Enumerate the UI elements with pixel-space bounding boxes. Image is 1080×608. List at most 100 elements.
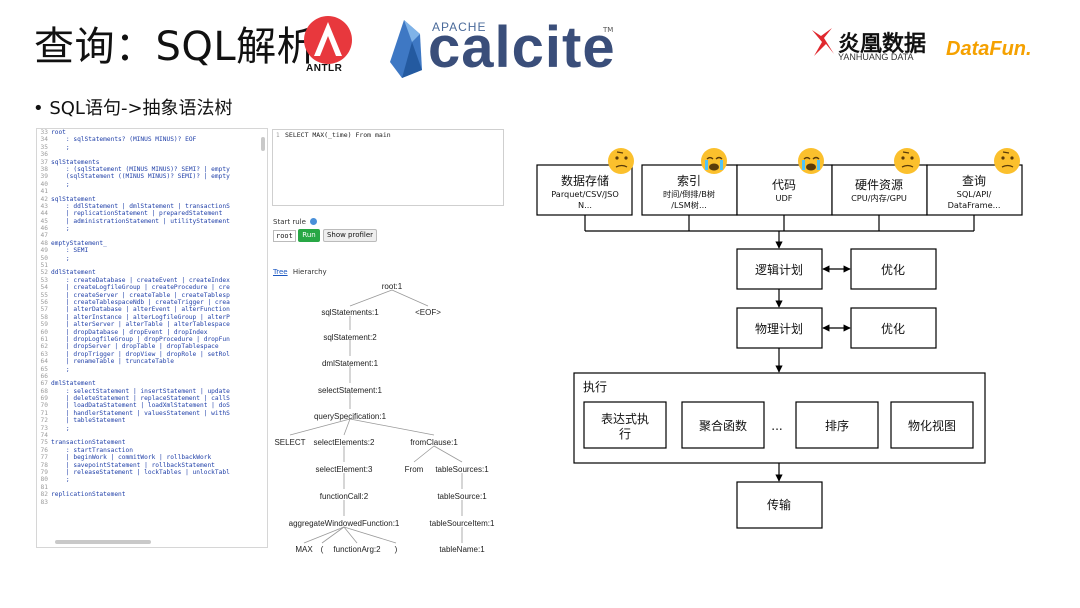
code-line-text: ; bbox=[51, 365, 70, 373]
optimize-box-1 bbox=[850, 248, 937, 290]
materialized-view-label: 物化视图 bbox=[908, 418, 956, 433]
code-line-number: 33 bbox=[40, 129, 48, 136]
hardware-box bbox=[831, 164, 928, 216]
tree-node-aggregatewindowedfunction: aggregateWindowedFunction:1 bbox=[289, 519, 400, 528]
expression-exec-box bbox=[583, 401, 667, 449]
code-line-number: 79 bbox=[40, 468, 48, 476]
materialized-view-box bbox=[890, 401, 974, 449]
code-line-text: ; bbox=[51, 143, 70, 151]
aggregate-label: 聚合函数 bbox=[699, 418, 747, 433]
code-line-number: 50 bbox=[40, 254, 48, 262]
code-line-text: : selectStatement | insertStatement | up… bbox=[51, 387, 230, 395]
code-line: 36 bbox=[37, 151, 267, 158]
code-line-text: | dropDatabase | dropEvent | dropIndex bbox=[51, 328, 208, 336]
parse-tree-edges bbox=[289, 289, 463, 544]
code-line-text: : sqlStatements? (MINUS MINUS)? EOF bbox=[51, 136, 197, 144]
tree-node-selectelement: selectElement:3 bbox=[316, 465, 373, 474]
code-line-text: : startTransaction bbox=[51, 446, 133, 454]
code-line-number: 34 bbox=[40, 136, 48, 144]
code-line-number: 48 bbox=[40, 239, 48, 247]
logical-plan-box bbox=[736, 248, 823, 290]
code-line: 76 : startTransaction bbox=[37, 447, 267, 454]
start-rule-label: Start rule bbox=[273, 218, 318, 226]
optimize-label-2: 优化 bbox=[881, 322, 905, 336]
tree-node-max: MAX bbox=[295, 545, 313, 554]
code-line-number: 65 bbox=[40, 365, 48, 373]
code-vertical-scrollbar[interactable] bbox=[261, 137, 265, 151]
tab-hierarchy[interactable]: Hierarchy bbox=[292, 268, 327, 276]
code-line-number: 54 bbox=[40, 284, 48, 292]
code-line: 68 : selectStatement | insertStatement |… bbox=[37, 388, 267, 395]
tree-node-eof: <EOF> bbox=[415, 308, 441, 317]
storage-title: 数据存储 bbox=[561, 173, 609, 188]
code-line-number: 72 bbox=[40, 417, 48, 425]
code-line-text: | replicationStatement | preparedStateme… bbox=[51, 210, 223, 218]
crying-face-icon bbox=[798, 148, 824, 174]
transfer-box bbox=[736, 481, 823, 529]
show-profiler-button[interactable]: Show profiler bbox=[323, 229, 377, 242]
code-line-number: 82 bbox=[40, 491, 48, 499]
storage-sub2: N... bbox=[578, 200, 592, 210]
tree-node-functioncall: functionCall:2 bbox=[320, 492, 369, 501]
code-line-number: 80 bbox=[40, 476, 48, 484]
physical-plan-box bbox=[736, 307, 823, 349]
code-line-text: | dropTrigger | dropView | dropRole | se… bbox=[51, 350, 230, 358]
code-line: 41 bbox=[37, 188, 267, 195]
yanhuang-name: 炎凰数据 bbox=[838, 32, 927, 57]
code-line: 78 | savepointStatement | rollbackStatem… bbox=[37, 462, 267, 469]
query-architecture-diagram: 数据存储 Parquet/CSV/JSO N... 索引 时间/倒排/B树 /L… bbox=[536, 148, 1023, 529]
sql-input-text[interactable]: SELECT MAX(_time) From main bbox=[285, 131, 391, 139]
help-icon[interactable] bbox=[310, 218, 318, 225]
tree-node-tablename: tableName:1 bbox=[439, 545, 485, 554]
code-line-text: (sqlStatement ((MINUS MINUS)? SEMI)? | e… bbox=[51, 173, 230, 181]
code-line-number: 70 bbox=[40, 402, 48, 410]
code-horizontal-scrollbar[interactable] bbox=[55, 540, 151, 544]
code-line: 66 bbox=[37, 373, 267, 380]
code-line-number: 56 bbox=[40, 298, 48, 306]
code-line: 40 ; bbox=[37, 181, 267, 188]
code-line-number: 68 bbox=[40, 387, 48, 395]
code-line: 44 | replicationStatement | preparedStat… bbox=[37, 210, 267, 217]
code-line-number: 73 bbox=[40, 424, 48, 432]
code-line-number: 64 bbox=[40, 358, 48, 366]
code-line-number: 38 bbox=[40, 165, 48, 173]
code-line-number: 63 bbox=[40, 350, 48, 358]
code-line-text: | loadDataStatement | loadXmlStatement |… bbox=[51, 402, 230, 410]
sql-line-number: 1 bbox=[276, 132, 280, 139]
code-line-number: 58 bbox=[40, 313, 48, 321]
query-title: 查询 bbox=[962, 174, 986, 188]
start-rule-input[interactable]: root bbox=[273, 230, 296, 242]
code-line-text: | createServer | createTable | createTab… bbox=[51, 291, 230, 299]
tree-tab-bar: Tree Hierarchy bbox=[273, 268, 327, 276]
section-bullet: • SQL语句->抽象语法树 bbox=[33, 98, 233, 119]
code-line-number: 43 bbox=[40, 202, 48, 210]
code-line-number: 52 bbox=[40, 269, 48, 277]
tree-node-tablesources: tableSources:1 bbox=[435, 465, 489, 474]
execute-label: 执行 bbox=[583, 380, 607, 394]
hardware-sub1: CPU/内存/GPU bbox=[851, 193, 907, 203]
code-line-number: 41 bbox=[40, 188, 48, 196]
physical-plan-label: 物理计划 bbox=[755, 322, 803, 336]
code-line-number: 47 bbox=[40, 232, 48, 240]
tree-node-select: SELECT bbox=[274, 438, 305, 447]
sql-input-editor[interactable]: 1 SELECT MAX(_time) From main bbox=[272, 129, 504, 206]
code-line: 39 (sqlStatement ((MINUS MINUS)? SEMI)? … bbox=[37, 173, 267, 180]
logical-plan-label: 逻辑计划 bbox=[755, 263, 803, 277]
crying-face-icon bbox=[701, 148, 727, 174]
code-line-text: dmlStatement bbox=[51, 380, 96, 388]
tab-tree[interactable]: Tree bbox=[273, 268, 288, 276]
run-button[interactable]: Run bbox=[298, 229, 320, 242]
code-line-number: 77 bbox=[40, 454, 48, 462]
code-line-text: transactionStatement bbox=[51, 439, 126, 447]
code-line-text: sqlStatement bbox=[51, 195, 96, 203]
code-line: 55 | createServer | createTable | create… bbox=[37, 292, 267, 299]
code-line-text: ; bbox=[51, 180, 70, 188]
code-line-number: 46 bbox=[40, 225, 48, 233]
